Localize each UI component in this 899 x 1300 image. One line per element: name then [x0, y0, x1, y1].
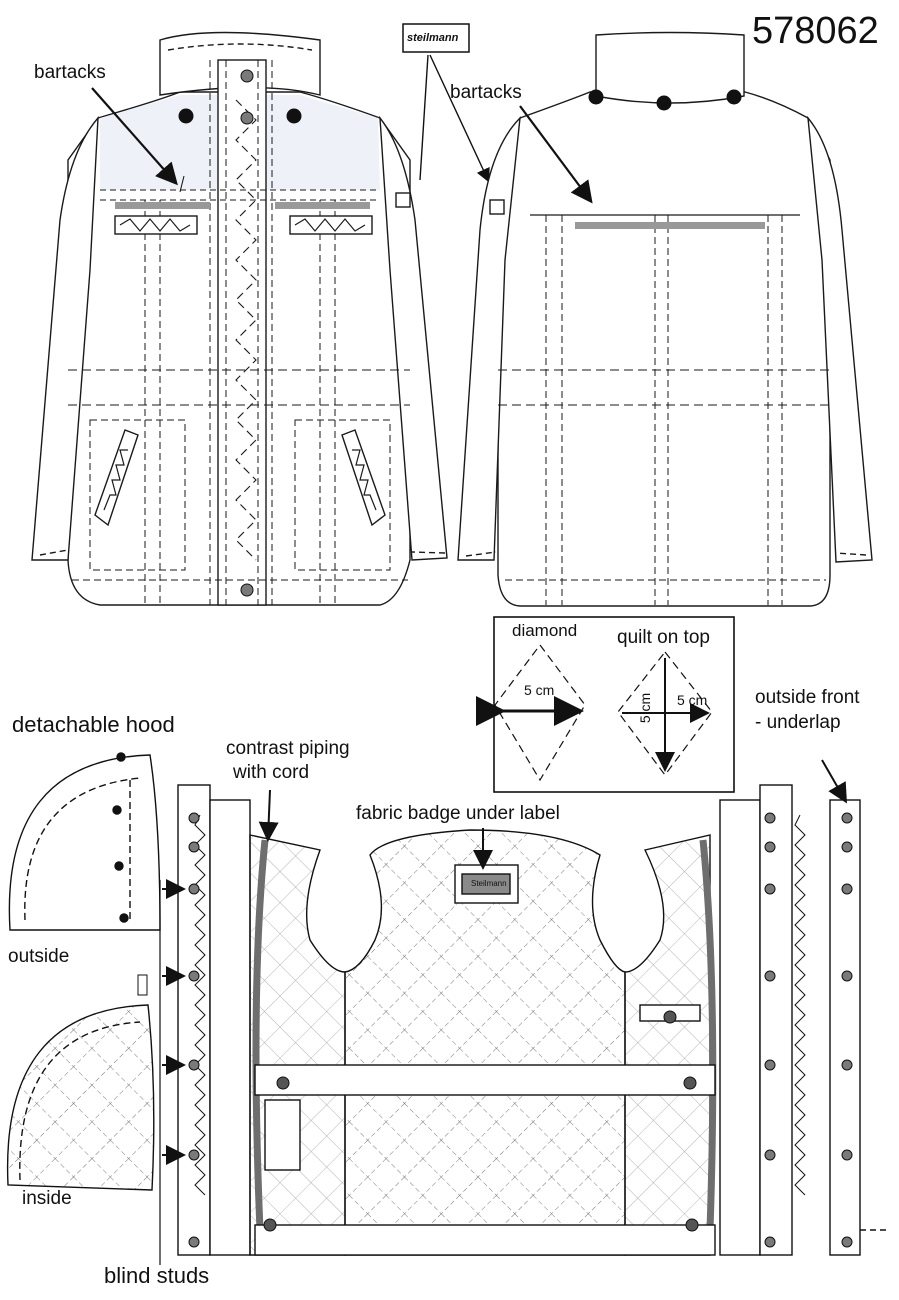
underlap-label: - underlap	[755, 712, 841, 733]
hood-inside	[6, 1004, 155, 1191]
blind-studs	[188, 812, 853, 1248]
front-collar-buttons	[178, 108, 302, 124]
outside-front-label: outside front	[755, 687, 860, 708]
back-lining	[344, 829, 626, 1256]
brand-label-tag	[402, 23, 488, 180]
legend-quilt-dim-v: 5 cm	[637, 692, 654, 724]
quilt-legend	[476, 616, 735, 793]
back-left-sleeve	[457, 116, 521, 561]
outside-front-strip	[829, 799, 890, 1256]
hood-toggle	[137, 974, 148, 996]
legend-quilt-dim-h: 5 cm	[677, 692, 708, 708]
back-right-sleeve	[807, 115, 873, 563]
fabric-badge-label: fabric badge under label	[356, 803, 560, 824]
left-piping	[252, 839, 269, 1231]
back-bartacks-arrow	[519, 105, 593, 204]
hood-inside-label: inside	[22, 1188, 72, 1209]
legend-diamond-title: diamond	[512, 621, 578, 640]
right-front-lining	[624, 834, 711, 1256]
back-body	[497, 91, 831, 607]
front-view	[31, 31, 448, 606]
style-number: 578062	[752, 10, 879, 52]
bartacks-back-label: bartacks	[450, 82, 522, 103]
back-bartack-bar	[575, 222, 765, 229]
callout-arrows	[162, 759, 847, 1165]
blind-studs-label: blind studs	[104, 1263, 210, 1288]
bartacks-front-label: bartacks	[34, 62, 106, 83]
contrast-piping-label: contrast piping	[226, 738, 350, 759]
front-bartack-bars	[115, 202, 370, 209]
hood-outside	[8, 752, 161, 931]
left-front-lining	[249, 834, 346, 1256]
legend-quilt-title: quilt on top	[617, 627, 710, 648]
inside-lining-view	[177, 784, 806, 1256]
back-collar	[595, 31, 745, 104]
detachable-hood-label: detachable hood	[12, 712, 175, 737]
drawcord-stoppers	[263, 1010, 699, 1232]
legend-diamond-dim: 5 cm	[524, 682, 555, 698]
right-piping	[699, 839, 717, 1231]
back-view	[457, 31, 873, 607]
hood-outside-label: outside	[8, 946, 70, 967]
badge-text: Steilmann	[471, 879, 507, 888]
diamond-symbol	[494, 644, 586, 782]
with-cord-label: with cord	[233, 762, 310, 783]
front-placket	[217, 59, 267, 606]
front-bartacks-arrow	[91, 87, 178, 186]
front-left-sleeve	[31, 116, 99, 561]
back-collar-buttons	[588, 89, 742, 111]
brand-label-text: steilmann	[407, 32, 459, 44]
front-right-sleeve	[379, 115, 448, 561]
front-placket-studs	[240, 69, 254, 597]
